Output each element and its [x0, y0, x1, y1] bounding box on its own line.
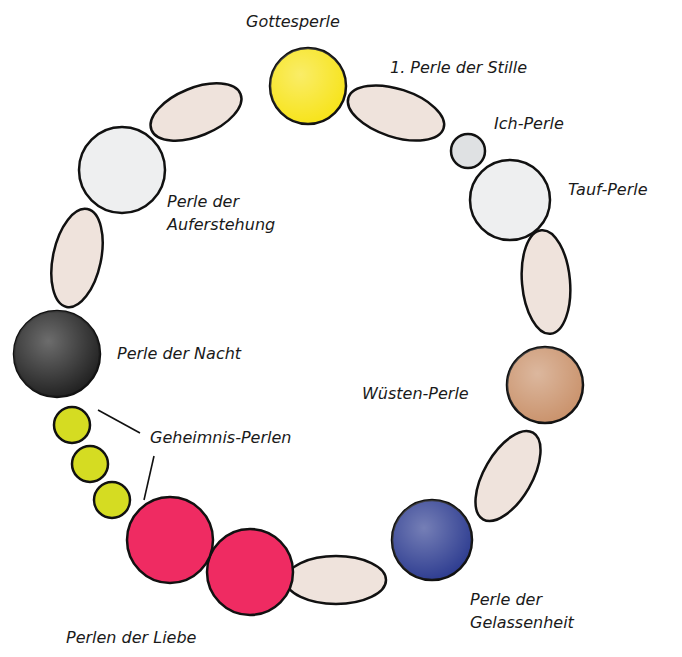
leader-line — [98, 410, 154, 500]
bead-label: Wüsten-Perle — [362, 382, 512, 405]
bead-label: Gottesperle — [246, 10, 406, 33]
bead-label: Perle der Auferstehung — [167, 190, 317, 236]
bead-label: Perle der Gelassenheit — [470, 588, 610, 634]
bead-label: Tauf-Perle — [568, 178, 676, 201]
bead-label: Perlen der Liebe — [66, 626, 266, 649]
bead-label: 1. Perle der Stille — [390, 56, 610, 79]
bead-label: Ich-Perle — [494, 112, 614, 135]
bead-label: Perle der Nacht — [117, 342, 307, 365]
bead-label: Geheimnis-Perlen — [150, 426, 340, 449]
